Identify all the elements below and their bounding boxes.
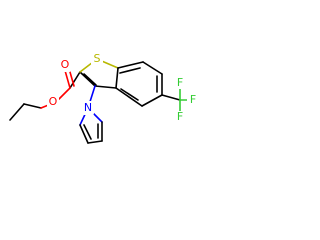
- bond-pyrrole-c2-c3-inner: [83, 124, 92, 140]
- fluorine-right-label-background: [187, 94, 199, 106]
- fluorine-bottom-label: F: [177, 110, 183, 123]
- bond-ethyl-2: [23, 103, 42, 109]
- molecule-structure: S O O N F F F: [9, 52, 199, 144]
- bond-benzene-6-inner: [120, 88, 139, 101]
- bond-benzene-1: [115, 67, 119, 89]
- bond-carbonyl-carbon-to-ring: [69, 71, 81, 89]
- fluorine-top-label-background: [174, 77, 186, 89]
- carbonyl-oxygen-label: O: [61, 58, 70, 71]
- bond-thiophene-c3-c3a: [94, 85, 117, 89]
- bond-thiophene-c2-c3-inner: [83, 73, 97, 86]
- fluorine-right-label: F: [190, 93, 196, 106]
- bond-ethyl-1: [9, 103, 25, 121]
- sulfur-label-background: [91, 52, 103, 66]
- ester-oxygen-label-background: [47, 95, 59, 109]
- bond-benzene-3: [142, 61, 163, 75]
- atom-label-layer: S O O N F F F: [47, 52, 199, 123]
- bond-benzene-2: [117, 61, 144, 69]
- structure-canvas: S O O N F F F: [9, 52, 199, 144]
- bond-pyrrole-c2-c3: [79, 124, 89, 144]
- bond-benzene-6: [115, 87, 143, 107]
- fluorine-bottom-label-background: [174, 111, 186, 123]
- carbonyl-oxygen-label-background: [59, 58, 71, 72]
- sulfur-label: S: [94, 52, 101, 65]
- bond-pyrrole-c3-c4: [87, 140, 103, 144]
- ester-oxygen-label: O: [49, 95, 58, 108]
- bond-cf3-carbon: [161, 94, 181, 101]
- bond-thiophene-c2-c3: [79, 71, 96, 87]
- nitrogen-label: N: [84, 101, 92, 114]
- bond-benzene-2-inner: [119, 67, 141, 74]
- bond-benzene-5: [141, 94, 163, 107]
- nitrogen-label-background: [82, 101, 94, 115]
- bond-layer: [9, 58, 191, 144]
- fluorine-top-label: F: [177, 76, 183, 89]
